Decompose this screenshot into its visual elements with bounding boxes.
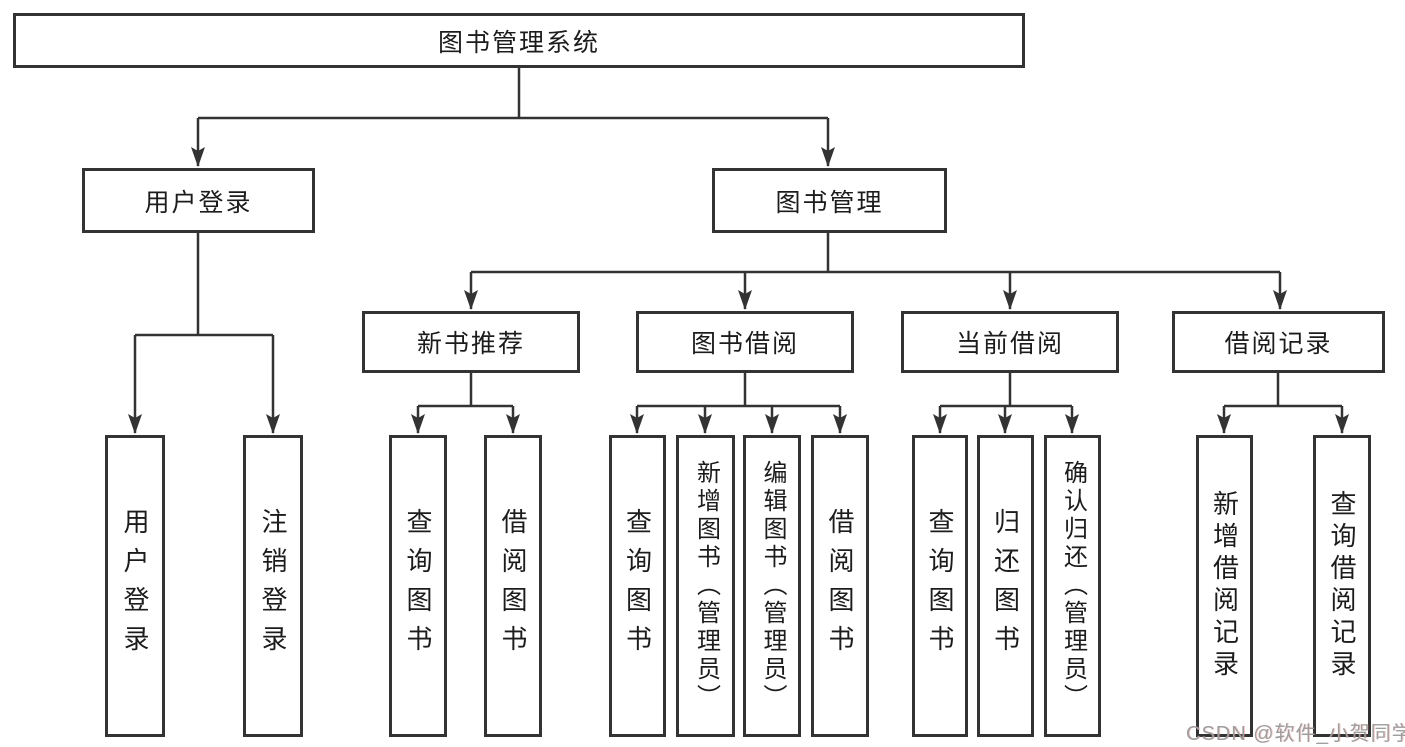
node-book-borrowing-label: 图书借阅	[690, 330, 799, 358]
node-book-borrowing: 图书借阅	[636, 311, 854, 373]
node-leaf-borrow-books-borrowing: 借阅图书	[811, 435, 869, 737]
node-leaf-add-books-admin: 新增图书（管理员）	[676, 435, 735, 737]
node-user-login: 用户登录	[82, 168, 315, 233]
node-borrowing-records-label: 借阅记录	[1224, 330, 1333, 358]
node-borrowing-records: 借阅记录	[1172, 311, 1385, 373]
node-root-label: 图书管理系统	[437, 28, 600, 57]
node-new-book-recommend: 新书推荐	[362, 311, 580, 373]
node-leaf-borrow-books-borrowing-label: 借阅图书	[825, 508, 855, 664]
node-current-borrowing-label: 当前借阅	[955, 330, 1064, 358]
node-leaf-user-login-label: 用户登录	[120, 508, 150, 664]
node-root: 图书管理系统	[13, 13, 1025, 68]
node-book-management: 图书管理	[712, 168, 947, 233]
node-leaf-query-borrow-record-label: 查询借阅记录	[1327, 490, 1357, 682]
node-leaf-add-borrow-record: 新增借阅记录	[1196, 435, 1253, 737]
node-leaf-query-books-recommend: 查询图书	[389, 435, 447, 737]
node-leaf-edit-books-admin: 编辑图书（管理员）	[743, 435, 801, 737]
node-leaf-edit-books-admin-label: 编辑图书（管理员）	[759, 460, 786, 712]
node-leaf-return-books-label: 归还图书	[990, 508, 1021, 664]
node-leaf-user-login: 用户登录	[105, 435, 165, 737]
node-leaf-query-borrow-record: 查询借阅记录	[1313, 435, 1371, 737]
node-leaf-query-books-current-label: 查询图书	[925, 508, 955, 664]
node-leaf-query-books-recommend-label: 查询图书	[403, 508, 433, 664]
node-book-management-label: 图书管理	[775, 188, 884, 217]
node-leaf-confirm-return-admin: 确认归还（管理员）	[1044, 435, 1101, 737]
node-leaf-confirm-return-admin-label: 确认归还（管理员）	[1059, 460, 1087, 712]
node-leaf-borrow-books-recommend-label: 借阅图书	[498, 508, 528, 664]
node-new-book-recommend-label: 新书推荐	[416, 330, 525, 358]
node-leaf-borrow-books-recommend: 借阅图书	[484, 435, 542, 737]
node-leaf-logout: 注销登录	[243, 435, 303, 737]
node-leaf-query-books-borrowing: 查询图书	[609, 435, 666, 737]
node-leaf-query-books-current: 查询图书	[912, 435, 968, 737]
csdn-watermark: CSDN @软件_小贺同学	[1186, 723, 1405, 745]
node-leaf-query-books-borrowing-label: 查询图书	[622, 508, 653, 664]
node-leaf-add-books-admin-label: 新增图书（管理员）	[692, 460, 720, 712]
node-user-login-label: 用户登录	[144, 188, 253, 217]
node-leaf-add-borrow-record-label: 新增借阅记录	[1209, 490, 1240, 682]
node-leaf-logout-label: 注销登录	[258, 508, 288, 664]
node-current-borrowing: 当前借阅	[901, 311, 1119, 373]
node-leaf-return-books: 归还图书	[977, 435, 1034, 737]
